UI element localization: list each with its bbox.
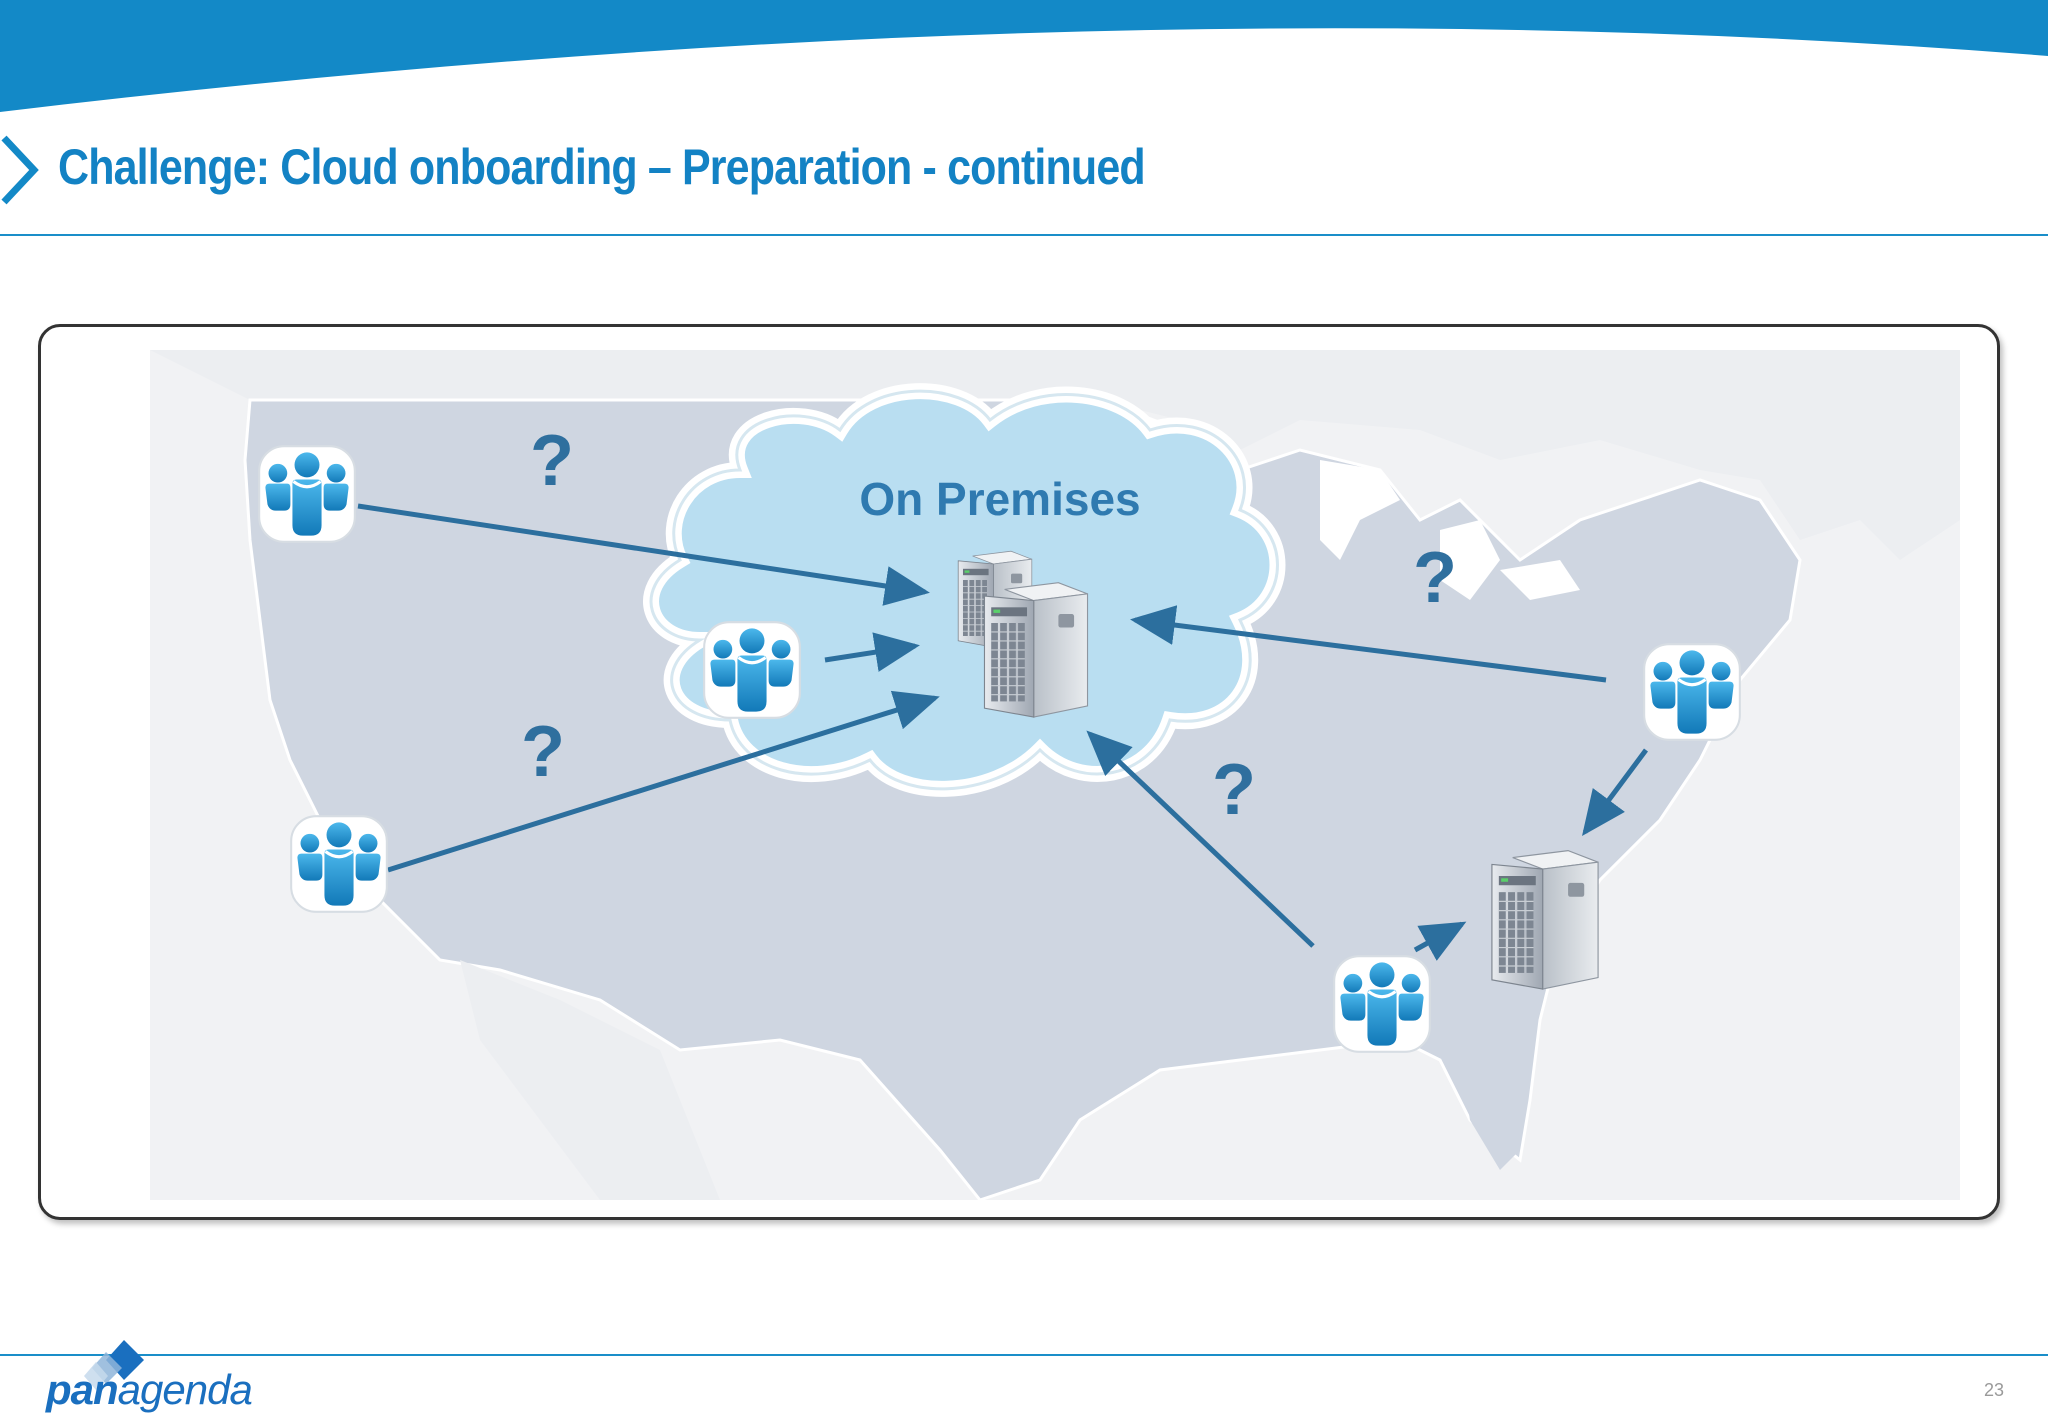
arrow-southeast-to-local-server [1413, 921, 1467, 961]
logo-text-part: agenda [117, 1366, 253, 1413]
question-mark: ? [1212, 750, 1256, 830]
users-icon [289, 814, 389, 914]
question-mark: ? [530, 421, 574, 501]
footer-divider [0, 1354, 2048, 1356]
slide-title: Challenge: Cloud onboarding – Preparatio… [58, 139, 1146, 195]
title-divider [0, 234, 2048, 236]
users-icon [1642, 642, 1742, 742]
arrow-southwest-to-server [387, 690, 940, 873]
arrow-cloud-user-to-server [824, 632, 920, 672]
server-icon [983, 582, 1089, 718]
connection-arrows [357, 503, 1649, 961]
question-mark: ? [1413, 538, 1457, 618]
logo-text-part: pan [46, 1366, 119, 1413]
server-icon [1491, 849, 1599, 990]
chevron-right-icon [1, 135, 39, 205]
arrow-southeast-to-server [1086, 730, 1315, 948]
users-icon [702, 620, 802, 720]
arrow-northeast-to-southeast-server [1582, 748, 1649, 837]
top-banner [0, 0, 2048, 112]
arrow-northwest-to-server [357, 503, 930, 606]
users-icon [1332, 954, 1432, 1054]
map-background [150, 350, 1960, 1202]
users-icon [257, 444, 357, 544]
logo-text: panagenda [46, 1366, 253, 1414]
page-number: 23 [1983, 1380, 2004, 1400]
arrow-northeast-to-server [1130, 605, 1607, 683]
cloud-label: On Premises [859, 473, 1140, 525]
panagenda-logo-icon [84, 1340, 144, 1390]
question-mark: ? [521, 712, 565, 792]
